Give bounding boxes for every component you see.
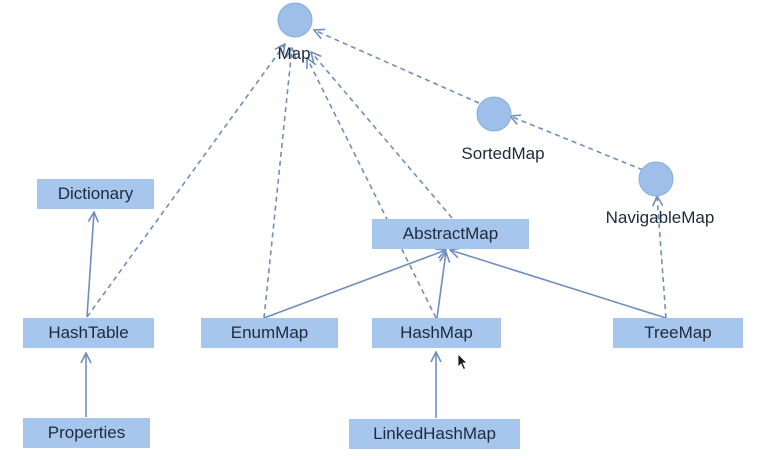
properties-class-box[interactable]: Properties xyxy=(23,418,150,448)
mouse-pointer-icon xyxy=(457,353,468,371)
edge-treemap-to-abstractmap xyxy=(450,250,667,319)
linkedhashmap-class-box[interactable]: LinkedHashMap xyxy=(349,419,520,449)
map-interface-node[interactable] xyxy=(277,2,313,38)
edge-enummap-to-abstractmap xyxy=(263,250,446,319)
sortedmap-interface-label: SortedMap xyxy=(461,144,545,163)
edge-hashtable-to-dictionary xyxy=(86,212,94,318)
enummap-class-box[interactable]: EnumMap xyxy=(201,318,338,348)
sortedmap-interface-node[interactable] xyxy=(476,96,512,132)
map-interface-label: Map xyxy=(277,44,311,63)
navigablemap-interface-label: NavigableMap xyxy=(605,208,715,227)
hashtable-class-box[interactable]: HashTable xyxy=(23,318,154,348)
abstractmap-class-box[interactable]: AbstractMap xyxy=(372,219,529,249)
edge-navigablemap-to-sortedmap xyxy=(510,116,644,171)
edge-sortedmap-to-map xyxy=(314,30,480,104)
edge-enummap-to-map xyxy=(263,48,292,319)
edge-abstractmap-to-map xyxy=(311,52,453,219)
edge-hashtable-to-map xyxy=(86,44,285,318)
edge-hashmap-to-abstractmap xyxy=(436,252,446,319)
treemap-class-box[interactable]: TreeMap xyxy=(613,318,743,348)
navigablemap-interface-node[interactable] xyxy=(638,161,674,197)
edge-hashmap-to-map xyxy=(307,58,437,319)
edge-treemap-to-navigablemap xyxy=(657,196,667,319)
hashmap-class-box[interactable]: HashMap xyxy=(372,318,501,348)
dictionary-class-box[interactable]: Dictionary xyxy=(37,179,154,209)
